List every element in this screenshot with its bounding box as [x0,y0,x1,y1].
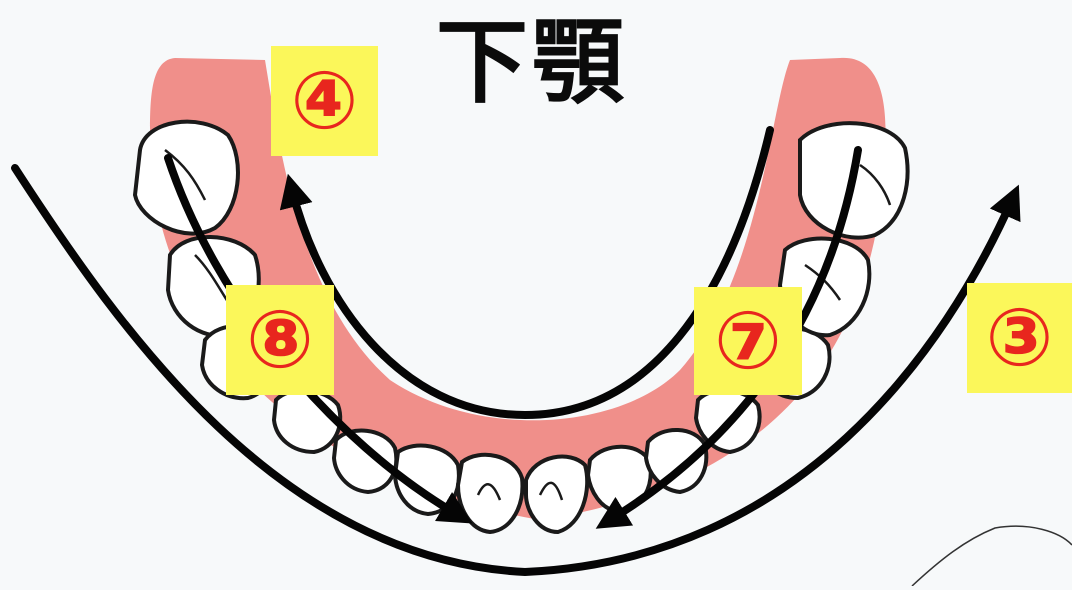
step-badge-4: ④ [271,46,378,156]
diagram-title: 下顎 [412,8,652,118]
step-badge-3: ③ [967,283,1072,393]
incisor-center-right [526,457,587,532]
incisor-center-left [458,455,522,532]
canine-left [274,390,340,452]
step-badge-8: ⑧ [226,285,334,395]
molar-left [135,122,238,234]
background-sketch [912,526,1072,586]
step-badge-7: ⑦ [694,287,802,395]
